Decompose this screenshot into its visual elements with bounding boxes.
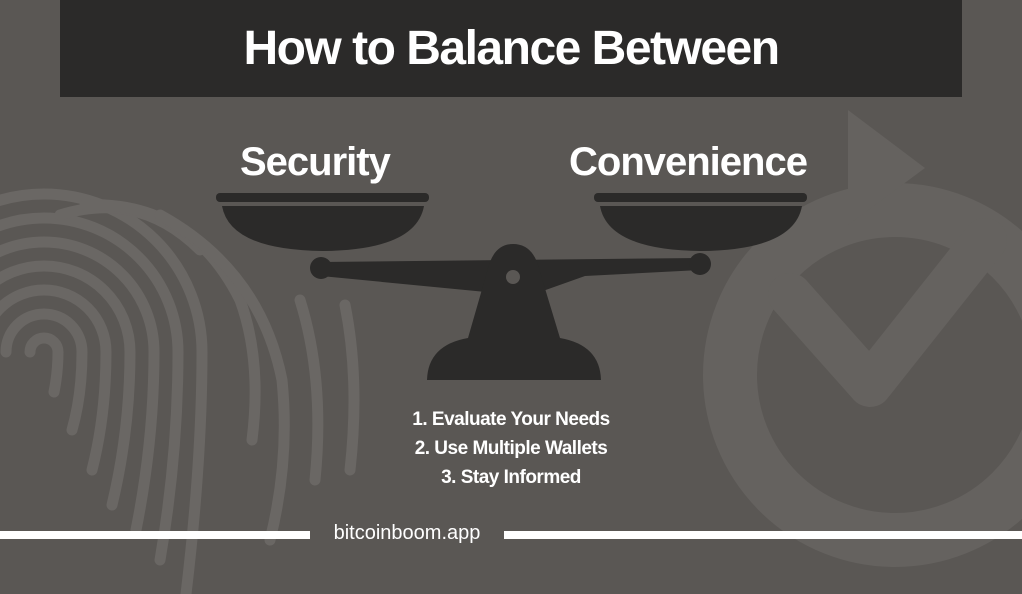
right-pan: [600, 206, 802, 251]
step-item: 3. Stay Informed: [441, 467, 581, 488]
stand-pivot-hole: [506, 270, 520, 284]
left-pivot: [310, 257, 332, 279]
left-pan: [222, 206, 424, 251]
footer-divider-right: [504, 531, 1022, 539]
footer-divider-left: [0, 531, 310, 539]
scale-stand: [427, 244, 601, 380]
left-pan-rim: [216, 193, 429, 202]
security-label: Security: [240, 140, 391, 184]
page-title: How to Balance Between: [243, 22, 780, 75]
step-item: 1. Evaluate Your Needs: [412, 409, 610, 430]
convenience-label: Convenience: [569, 140, 808, 184]
steps-list: 1. Evaluate Your Needs 2. Use Multiple W…: [311, 405, 711, 492]
fingerprint-icon: [0, 188, 360, 594]
clock-check-icon: [703, 110, 1022, 567]
right-pan-rim: [594, 193, 807, 202]
right-pivot: [689, 253, 711, 275]
title-banner: How to Balance Between: [60, 0, 962, 97]
footer-url: bitcoinboom.app: [333, 522, 481, 544]
step-item: 2. Use Multiple Wallets: [414, 438, 608, 459]
